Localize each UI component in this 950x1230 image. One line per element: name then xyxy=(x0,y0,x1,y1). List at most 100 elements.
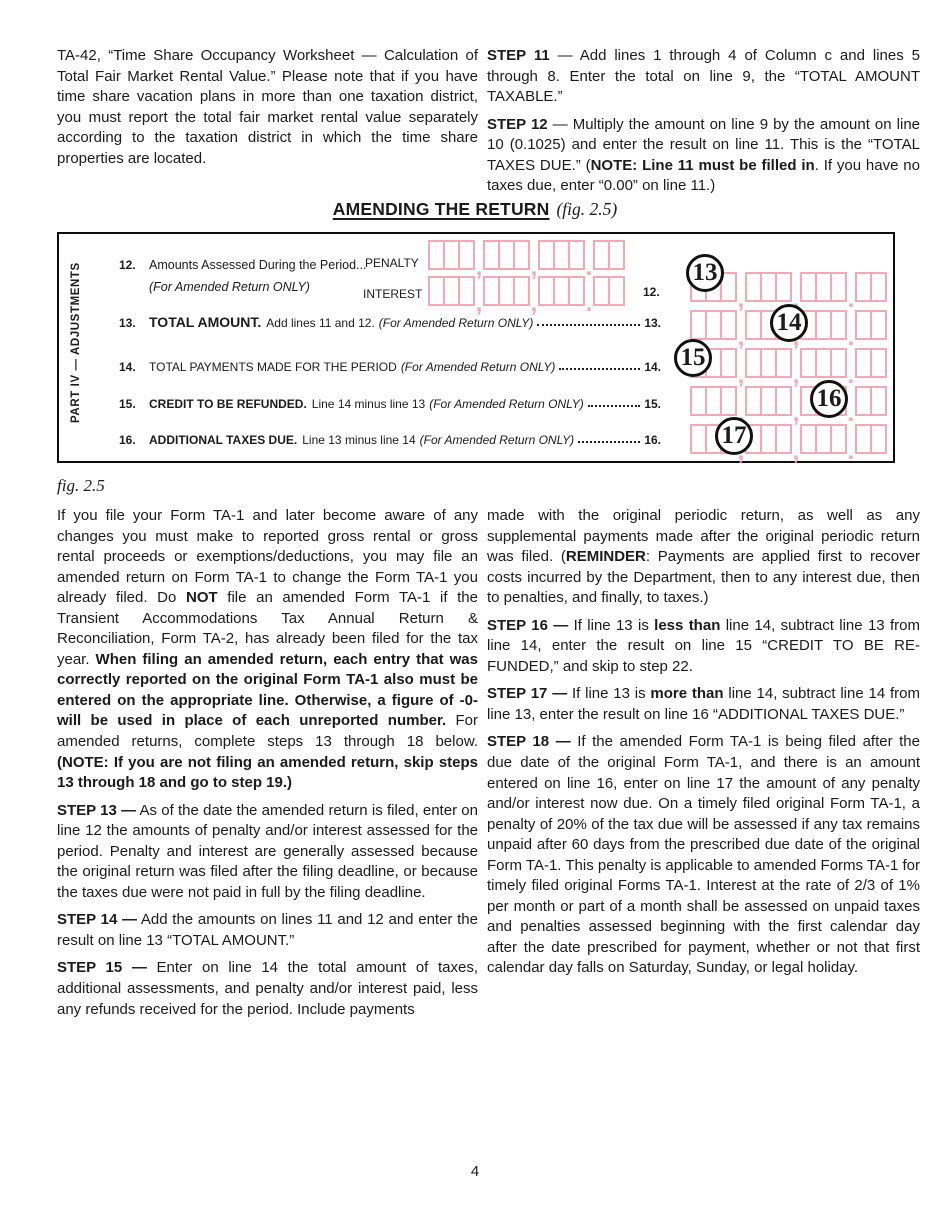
box-separator: , xyxy=(737,400,745,427)
line-description: TOTAL PAYMENTS MADE FOR THE PERIOD xyxy=(149,360,397,374)
amount-entry-boxes-line14: ,,. xyxy=(690,348,887,388)
paragraph: STEP 16 — If line 13 is less than line 1… xyxy=(487,616,920,675)
step-callout-circle-17: 17 xyxy=(715,417,753,455)
amount-entry-boxes-line15: ,,. xyxy=(690,386,887,426)
box-separator: . xyxy=(847,400,855,427)
form-figure: PART IV — ADJUSTMENTS 12. Amounts Assess… xyxy=(57,232,895,465)
body-left-column: If you file your Form TA-1 and later bec… xyxy=(57,506,478,1027)
entry-box xyxy=(568,276,585,306)
entry-box xyxy=(568,240,585,270)
box-separator: . xyxy=(847,362,855,389)
entry-box xyxy=(830,310,847,340)
entry-box xyxy=(870,424,887,454)
entry-box xyxy=(870,348,887,378)
entry-box xyxy=(830,348,847,378)
intro-left-column: TA-42, “Time Share Occupancy Worksheet —… xyxy=(57,46,478,176)
entry-box xyxy=(720,386,737,416)
line-description: Line 14 minus line 13 xyxy=(311,397,426,411)
line-right-number: 14. xyxy=(644,360,661,374)
box-separator: , xyxy=(792,400,800,427)
line-title: CREDIT TO BE REFUNDED. xyxy=(149,397,307,411)
box-separator: , xyxy=(792,362,800,389)
form-line-15: 15. CREDIT TO BE REFUNDED. Line 14 minus… xyxy=(119,397,661,411)
paragraph: If you file your Form TA-1 and later bec… xyxy=(57,507,479,792)
box-separator: . xyxy=(847,438,855,465)
paragraph: STEP 14 — Add the amounts on lines 11 an… xyxy=(57,911,478,949)
form-line-14: 14. TOTAL PAYMENTS MADE FOR THE PERIOD (… xyxy=(119,360,661,374)
box-separator: , xyxy=(475,254,483,281)
body-right-column: made with the original periodic return, … xyxy=(487,506,920,986)
entry-box xyxy=(775,348,792,378)
line-italic-note: (For Amended Return ONLY) xyxy=(429,397,584,411)
paragraph: STEP 12 — Multiply the amount on line 9 … xyxy=(487,115,921,195)
step-callout-circle-16: 16 xyxy=(810,380,848,418)
line-title: TOTAL AMOUNT. xyxy=(149,314,262,330)
entry-box xyxy=(870,272,887,302)
paragraph: STEP 13 — As of the date the amended ret… xyxy=(57,801,478,901)
line-number: 13. xyxy=(119,316,136,330)
line-italic-note: (For Amended Return ONLY) xyxy=(419,433,575,447)
box-separator: . xyxy=(847,286,855,313)
dotted-leader xyxy=(587,402,641,407)
paragraph: STEP 11 — Add lines 1 through 4 of Colum… xyxy=(487,47,920,106)
form-line-16: 16. ADDITIONAL TAXES DUE. Line 13 minus … xyxy=(119,433,661,447)
line-number: 14. xyxy=(119,360,136,374)
line12-right-number: 12. xyxy=(643,285,660,299)
penalty-entry-boxes: ,,. xyxy=(428,240,625,280)
paragraph: STEP 15 — Enter on line 14 the total amo… xyxy=(57,959,478,1018)
box-separator: . xyxy=(585,254,593,281)
line-italic-note: (For Amended Return ONLY) xyxy=(378,316,534,330)
box-separator: , xyxy=(792,286,800,313)
entry-box xyxy=(775,272,792,302)
box-separator: , xyxy=(737,286,745,313)
entry-box xyxy=(458,276,475,306)
line-right-number: 16. xyxy=(644,433,661,447)
entry-box xyxy=(608,240,625,270)
step-callout-circle-13: 13 xyxy=(686,254,724,292)
part-iv-adjustments-label: PART IV — ADJUSTMENTS xyxy=(70,262,82,424)
entry-box xyxy=(513,240,530,270)
paragraph: TA-42, “Time Share Occupancy Worksheet —… xyxy=(57,47,478,167)
entry-box xyxy=(608,276,625,306)
entry-box xyxy=(775,424,792,454)
entry-box xyxy=(870,386,887,416)
box-separator: , xyxy=(737,362,745,389)
line-number: 15. xyxy=(119,397,136,411)
paragraph: made with the original periodic return, … xyxy=(487,507,920,607)
intro-right-column: STEP 11 — Add lines 1 through 4 of Colum… xyxy=(487,46,920,204)
entry-box xyxy=(720,348,737,378)
entry-box xyxy=(775,386,792,416)
section-heading: AMENDING THE RETURN (fig. 2.5) xyxy=(0,199,950,220)
line12-italic-note: (For Amended Return ONLY) xyxy=(149,280,310,294)
figure-reference: (fig. 2.5) xyxy=(556,199,618,219)
line-right-number: 13. xyxy=(644,316,661,330)
entry-box xyxy=(830,424,847,454)
paragraph: STEP 18 — If the amended Form TA-1 is be… xyxy=(487,733,920,977)
line-title: ADDITIONAL TAXES DUE. xyxy=(149,433,298,447)
form-line-13: 13. TOTAL AMOUNT. Add lines 11 and 12. (… xyxy=(119,314,661,330)
line-number: 16. xyxy=(119,433,136,447)
box-separator: . xyxy=(585,290,593,317)
entry-box xyxy=(720,272,737,302)
entry-box xyxy=(870,310,887,340)
dotted-leader xyxy=(578,438,641,443)
penalty-label: PENALTY xyxy=(365,256,419,270)
box-separator: , xyxy=(530,254,538,281)
box-separator: , xyxy=(737,324,745,351)
line-italic-note: (For Amended Return ONLY) xyxy=(400,360,556,374)
paragraph: STEP 17 — If line 13 is more than line 1… xyxy=(487,685,920,723)
entry-box xyxy=(720,310,737,340)
line-description: Add lines 11 and 12. xyxy=(266,316,375,330)
interest-entry-boxes: ,,. xyxy=(428,276,625,316)
line12-text: Amounts Assessed During the Period... xyxy=(149,258,367,272)
box-separator: . xyxy=(847,324,855,351)
entry-box xyxy=(458,240,475,270)
box-separator: , xyxy=(530,290,538,317)
step-callout-circle-15: 15 xyxy=(674,339,712,377)
line-description: Line 13 minus line 14 xyxy=(302,433,416,447)
step-callout-circle-14: 14 xyxy=(770,304,808,342)
entry-box xyxy=(830,272,847,302)
section-title: AMENDING THE RETURN xyxy=(332,199,550,219)
line-right-number: 15. xyxy=(644,397,661,411)
box-separator: , xyxy=(475,290,483,317)
